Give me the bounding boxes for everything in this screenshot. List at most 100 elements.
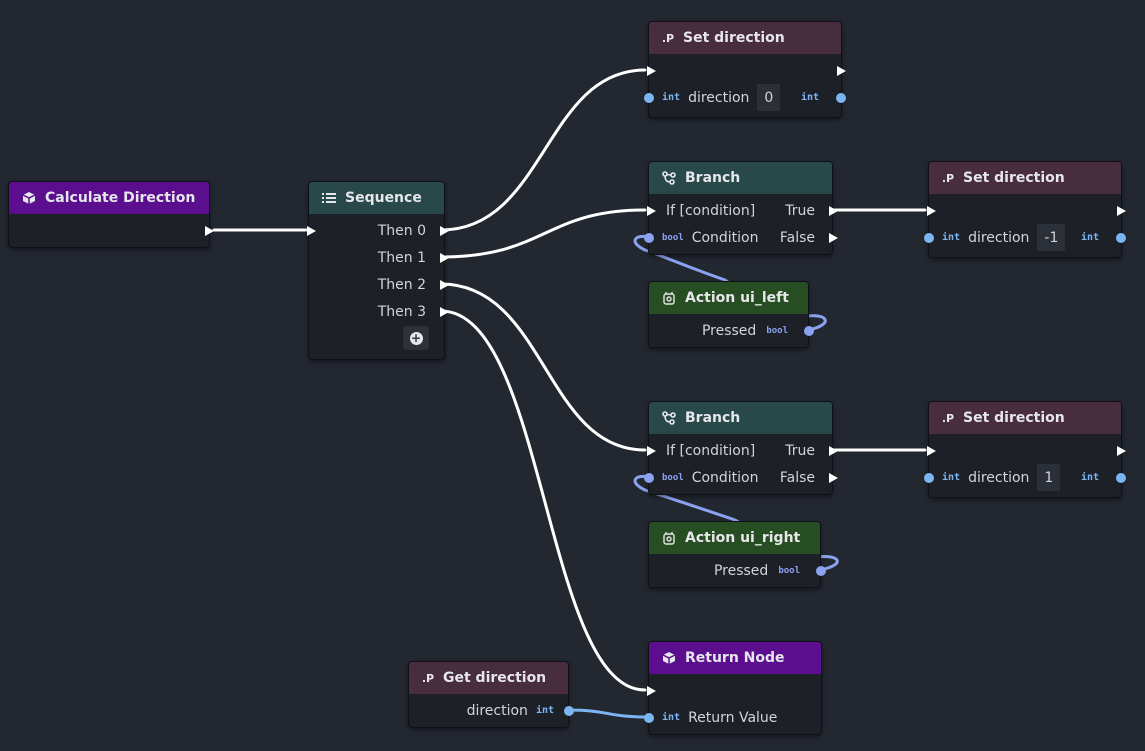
get-direction-header: .P Get direction [409, 662, 568, 694]
direction-output-row: int [1081, 464, 1099, 491]
set-direction-header: .P Set direction [649, 22, 841, 54]
direction-output-port[interactable] [1116, 233, 1126, 243]
false-output-port[interactable] [829, 473, 838, 483]
exec-input-port[interactable] [647, 446, 656, 456]
true-output-port[interactable] [829, 206, 838, 216]
direction-label: direction [968, 469, 1030, 486]
exec-output-port[interactable] [1117, 446, 1126, 456]
exec-output-port[interactable] [205, 226, 214, 236]
pressed-output-port[interactable] [816, 566, 826, 576]
exec-wire-then3-to-return [439, 309, 647, 692]
branch-icon [661, 170, 677, 186]
int-type-label: int [800, 92, 819, 103]
true-output-row: True [785, 437, 815, 464]
then-2-port[interactable] [440, 280, 449, 290]
exec-input-port[interactable] [927, 446, 936, 456]
direction-input-row: int direction 1 [942, 464, 1061, 491]
pressed-output-row: Pressed bool [714, 557, 800, 584]
return-value-input-port[interactable] [644, 713, 654, 723]
cube-icon [21, 190, 37, 206]
direction-output-port[interactable] [836, 93, 846, 103]
list-icon [321, 190, 337, 206]
exec-wire-then2-to-branch-right [439, 282, 647, 452]
true-output-row: True [785, 197, 815, 224]
then-1-port[interactable] [440, 253, 449, 263]
set-direction-node-neg1[interactable]: .P Set direction int direction -1 int [924, 161, 1126, 258]
int-wire-direction-to-return [566, 708, 651, 719]
direction-value-field[interactable]: 1 [1037, 464, 1061, 491]
sequence-output-then-0: Then 0 [378, 217, 426, 244]
int-type-label: int [942, 472, 961, 483]
sequence-node[interactable]: Sequence Then 0 Then 1 Then 2 Then 3 + [307, 181, 449, 360]
then-0-port[interactable] [440, 226, 449, 236]
false-output-port[interactable] [829, 233, 838, 243]
exec-input-port[interactable] [927, 206, 936, 216]
action-title: Action ui_right [685, 530, 801, 546]
plus-circle-icon: + [409, 330, 423, 345]
action-ui-right-node[interactable]: Action ui_right Pressed bool [648, 521, 826, 588]
bool-wire-ui-left [633, 234, 827, 332]
sequence-output-then-1: Then 1 [378, 244, 426, 271]
condition-label: Condition [691, 229, 759, 246]
direction-label: direction [688, 89, 750, 106]
true-label: True [785, 442, 815, 459]
exec-input-port[interactable] [647, 686, 656, 696]
direction-value-field[interactable]: 0 [757, 84, 781, 111]
exec-input-port[interactable] [647, 206, 656, 216]
branch-icon [661, 410, 677, 426]
return-node[interactable]: Return Node int Return Value [644, 641, 822, 735]
property-p-icon: .P [941, 411, 955, 425]
sequence-output-then-3: Then 3 [378, 298, 426, 325]
direction-output-port[interactable] [564, 706, 574, 716]
direction-input-row: int direction -1 [942, 224, 1066, 251]
set-direction-node-1[interactable]: .P Set direction int direction 1 int [924, 401, 1126, 498]
if-condition-label: If [condition] [666, 202, 756, 219]
then-3-label: Then 3 [377, 303, 426, 320]
condition-input-port[interactable] [644, 233, 654, 243]
branch-title: Branch [685, 410, 741, 426]
if-condition-label: If [condition] [666, 442, 756, 459]
false-label: False [779, 469, 815, 486]
condition-input-port[interactable] [644, 473, 654, 483]
condition-label: Condition [691, 469, 759, 486]
property-p-icon: .P [941, 171, 955, 185]
then-3-port[interactable] [440, 307, 449, 317]
bool-type-label: bool [766, 325, 788, 336]
false-output-row: False [780, 464, 815, 491]
branch-node-left[interactable]: Branch If [condition] True bool Conditio… [644, 161, 838, 255]
direction-input-row: int direction 0 [662, 84, 781, 111]
add-output-button[interactable]: + [403, 326, 429, 350]
set-direction-header: .P Set direction [929, 162, 1121, 194]
bool-wire-ui-right [633, 474, 839, 572]
exec-input-port[interactable] [647, 66, 656, 76]
branch-node-right[interactable]: Branch If [condition] True bool Conditio… [644, 401, 838, 495]
set-direction-node-0[interactable]: .P Set direction int direction 0 int [644, 21, 846, 118]
action-ui-left-node[interactable]: Action ui_left Pressed bool [648, 281, 814, 348]
calculate-direction-title: Calculate Direction [45, 190, 196, 206]
direction-input-port[interactable] [924, 233, 934, 243]
action-header: Action ui_right [649, 522, 820, 554]
pressed-output-port[interactable] [804, 326, 814, 336]
get-direction-node[interactable]: .P Get direction direction int [408, 661, 574, 728]
direction-value-field[interactable]: -1 [1037, 224, 1066, 251]
int-type-label: int [1080, 232, 1099, 243]
pressed-label: Pressed [701, 322, 757, 339]
direction-input-port[interactable] [924, 473, 934, 483]
true-output-port[interactable] [829, 446, 838, 456]
direction-input-port[interactable] [644, 93, 654, 103]
sequence-title: Sequence [345, 190, 422, 206]
set-direction-header: .P Set direction [929, 402, 1121, 434]
int-type-label: int [1080, 472, 1099, 483]
return-node-header: Return Node [649, 642, 821, 674]
int-type-label: int [942, 232, 961, 243]
int-type-label: int [662, 92, 681, 103]
direction-label: direction [968, 229, 1030, 246]
calculate-direction-node[interactable]: Calculate Direction [8, 181, 214, 248]
exec-output-port[interactable] [837, 66, 846, 76]
direction-output-port[interactable] [1116, 473, 1126, 483]
exec-output-port[interactable] [1117, 206, 1126, 216]
if-condition-row: If [condition] [666, 197, 755, 224]
direction-label: direction [466, 702, 528, 719]
exec-input-port[interactable] [307, 226, 316, 236]
